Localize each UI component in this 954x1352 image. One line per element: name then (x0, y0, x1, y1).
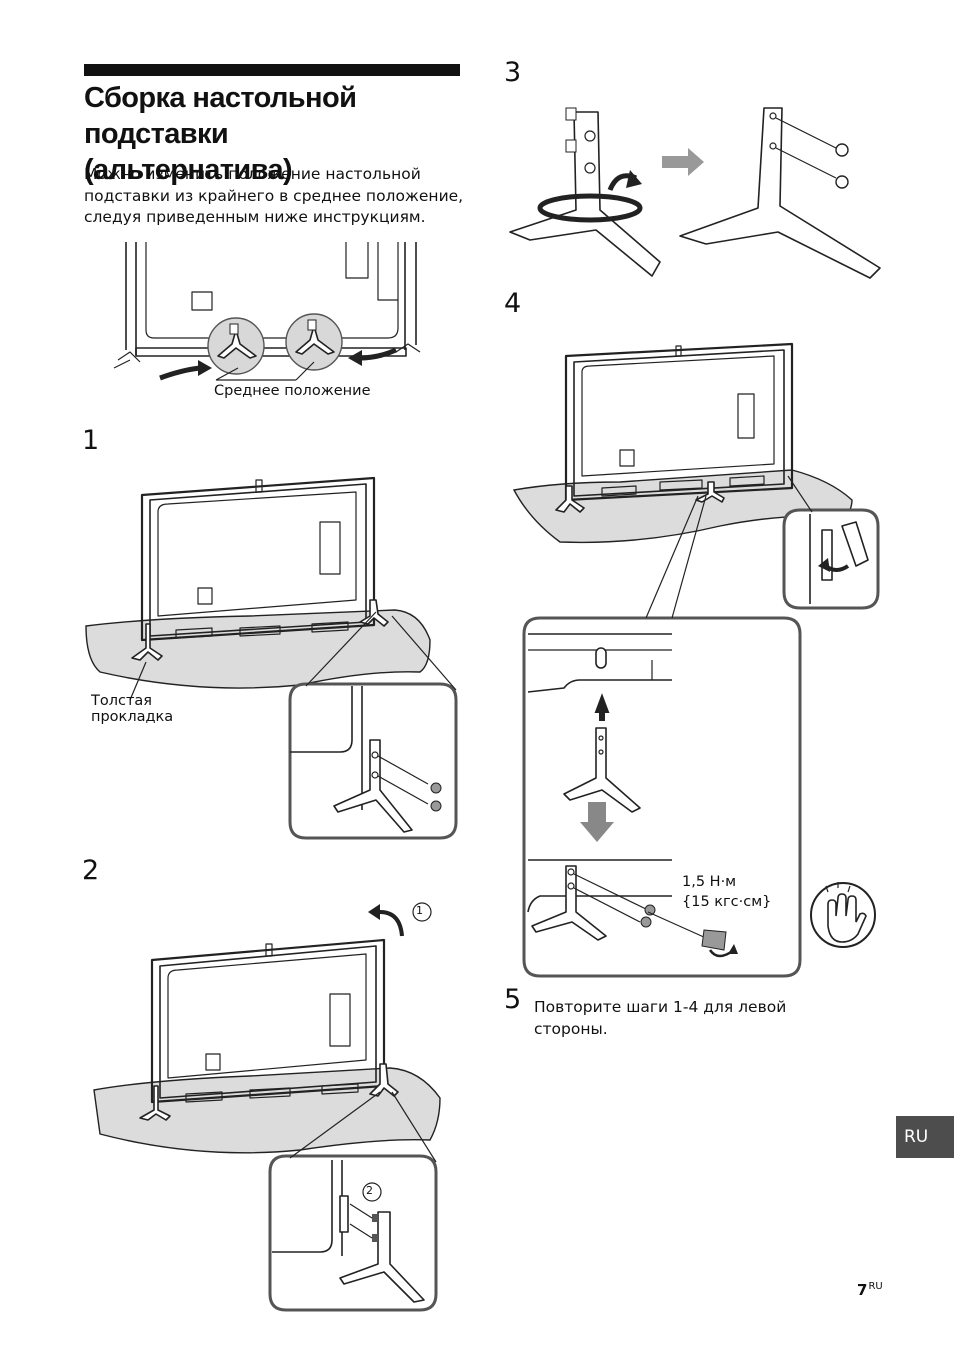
step-2-marker-2: 2 (366, 1184, 373, 1197)
step-1-illustration (85, 476, 458, 840)
language-tab: RU (896, 1116, 954, 1158)
page-title: Сборка настольной подставки (альтернатив… (84, 82, 357, 186)
step-3-illustration (509, 107, 881, 279)
arrow-right-icon (662, 148, 704, 176)
step-2-number: 2 (82, 855, 100, 886)
step-2-illustration (93, 902, 441, 1312)
page-number-suffix: RU (868, 1281, 883, 1292)
title-rule (84, 64, 460, 76)
step-5-text: Повторите шаги 1-4 для левой стороны. (534, 998, 787, 1038)
middle-position-label: Среднее положение (214, 383, 371, 399)
page-number: 7RU (857, 1281, 883, 1299)
page-number-value: 7 (857, 1281, 868, 1299)
hand-caution-icon (810, 882, 876, 948)
step-2-marker-1: 1 (416, 904, 423, 917)
screwdriver-icon (647, 911, 738, 958)
rotate-arrow-icon (379, 910, 404, 937)
torque-label: 1,5 Н·м {15 кгс·см} (682, 874, 772, 910)
step-1-callout: Толстая прокладка (91, 693, 174, 725)
step-1-number: 1 (82, 425, 100, 456)
step-4-illustration (512, 342, 880, 978)
intro-text: Можно изменить положение настольной подс… (84, 165, 464, 226)
step-4-number: 4 (504, 288, 522, 319)
step-3-number: 3 (504, 57, 522, 88)
step-5-number: 5 (504, 984, 522, 1015)
intro-illustration (113, 242, 421, 381)
